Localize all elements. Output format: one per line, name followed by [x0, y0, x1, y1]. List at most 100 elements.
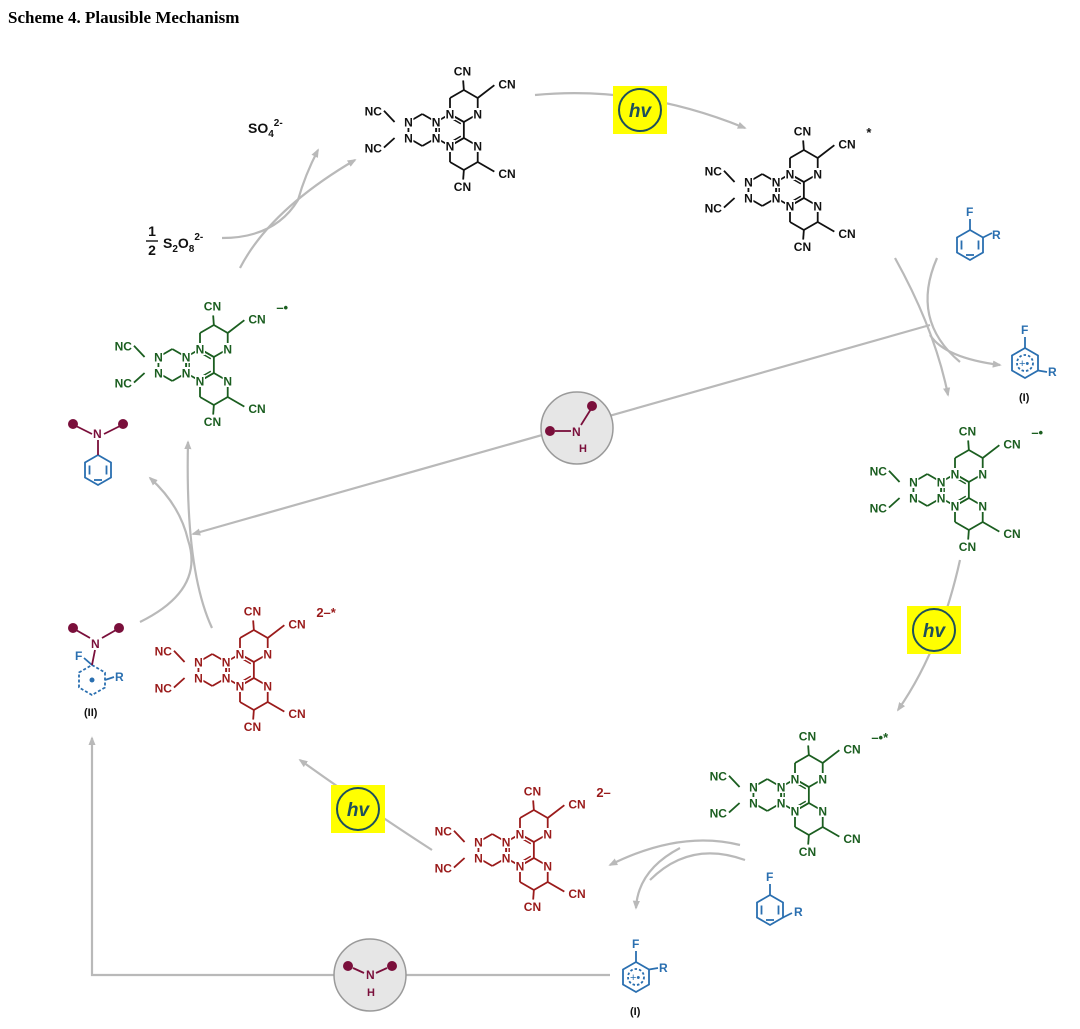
nitrogen-atom: N	[813, 168, 822, 182]
nitrogen-atom: N	[951, 468, 960, 482]
cyano-group: NC	[870, 465, 888, 479]
nitrogen-atom: N	[446, 108, 455, 122]
cyano-group: NC	[710, 806, 728, 820]
svg-text:+•: +•	[630, 972, 640, 984]
charge-label: –•*	[871, 730, 889, 745]
amine-badge-mid: N H	[540, 391, 614, 465]
cyano-group: CN	[843, 742, 860, 756]
svg-text:N: N	[91, 637, 100, 651]
cyano-group: CN	[838, 227, 855, 241]
nitrogen-atom: N	[474, 852, 483, 866]
cyano-group: NC	[435, 825, 453, 839]
fluoroarene-bottom: F R	[756, 870, 803, 927]
nitrogen-atom: N	[749, 781, 758, 795]
svg-text:H: H	[579, 443, 587, 455]
svg-text:(I): (I)	[630, 1006, 641, 1018]
nitrogen-atom: N	[937, 476, 946, 490]
svg-text:1: 1	[148, 223, 156, 239]
cyano-group: CN	[244, 605, 261, 619]
svg-text:(II): (II)	[84, 707, 98, 719]
hv-badge-right: hv	[907, 606, 961, 654]
nitrogen-atom: N	[236, 648, 245, 662]
svg-text:F: F	[1021, 323, 1028, 337]
cyano-group: CN	[454, 65, 471, 79]
charge-label: –•	[1031, 425, 1043, 440]
nitrogen-atom: N	[777, 781, 786, 795]
svg-text:F: F	[966, 205, 973, 219]
cyano-group: CN	[524, 900, 541, 914]
cyano-group: CN	[568, 887, 585, 901]
svg-text:R: R	[659, 961, 668, 975]
nitrogen-atom: N	[182, 367, 191, 381]
nitrogen-atom: N	[236, 680, 245, 694]
nitrogen-atom: N	[818, 773, 827, 787]
cyano-group: CN	[1003, 527, 1020, 541]
cyano-group: NC	[365, 141, 383, 155]
nitrogen-atom: N	[951, 500, 960, 514]
charge-label: –•	[276, 300, 288, 315]
cyano-group: CN	[799, 730, 816, 744]
nitrogen-atom: N	[777, 797, 786, 811]
svg-text:F: F	[766, 870, 773, 884]
nitrogen-atom: N	[813, 200, 822, 214]
cyano-group: CN	[794, 240, 811, 254]
cyano-group: CN	[288, 617, 305, 631]
arrow-arene-in-bottom	[649, 852, 746, 881]
arene-radical-cation-bottom: F R +• (I)	[622, 937, 668, 1018]
nitrogen-atom: N	[744, 176, 753, 190]
nitrogen-atom: N	[818, 805, 827, 819]
cyano-group: CN	[498, 77, 515, 91]
cyano-group: NC	[115, 376, 133, 390]
cyano-group: CN	[794, 125, 811, 139]
svg-text:2: 2	[148, 242, 156, 258]
cyano-group: CN	[498, 167, 515, 181]
svg-text:N: N	[93, 427, 102, 441]
nitrogen-atom: N	[404, 132, 413, 146]
arrow-arene-out-top	[929, 334, 1002, 368]
cyano-group: NC	[870, 501, 888, 515]
cyano-group: CN	[838, 137, 855, 151]
nitrogen-atom: N	[937, 492, 946, 506]
nitrogen-atom: N	[502, 852, 511, 866]
nitrogen-atom: N	[502, 836, 511, 850]
cyano-group: CN	[204, 300, 221, 314]
svg-text:hv: hv	[347, 800, 371, 821]
nitrogen-atom: N	[194, 656, 203, 670]
charge-label: *	[866, 125, 872, 140]
persulfate: 1 2 S2O82-	[146, 223, 203, 258]
nitrogen-atom: N	[749, 797, 758, 811]
nitrogen-atom: N	[543, 828, 552, 842]
nitrogen-atom: N	[791, 805, 800, 819]
svg-text:hv: hv	[923, 621, 947, 642]
cyano-group: NC	[365, 105, 383, 119]
nitrogen-atom: N	[772, 192, 781, 206]
svg-text:hv: hv	[629, 101, 653, 122]
cyano-group: CN	[959, 425, 976, 439]
svg-text:F: F	[75, 649, 82, 663]
cyano-group: CN	[244, 720, 261, 734]
cyano-group: NC	[435, 861, 453, 875]
hv-badge-bottom: hv	[331, 785, 385, 833]
cyano-group: CN	[799, 845, 816, 859]
nitrogen-atom: N	[194, 672, 203, 686]
nitrogen-atom: N	[516, 828, 525, 842]
svg-text:N: N	[572, 425, 581, 439]
cyano-group: CN	[568, 797, 585, 811]
nitrogen-atom: N	[222, 672, 231, 686]
cyano-group: CN	[1003, 437, 1020, 451]
cyano-group: CN	[524, 785, 541, 799]
cyano-group: CN	[288, 707, 305, 721]
nitrogen-atom: N	[473, 108, 482, 122]
nitrogen-atom: N	[182, 351, 191, 365]
charge-label: 2–	[596, 785, 610, 800]
arene-radical-cation-top: F R +• (I)	[1011, 323, 1057, 404]
cyano-group: NC	[705, 165, 723, 179]
nitrogen-atom: N	[432, 116, 441, 130]
cyano-group: CN	[248, 402, 265, 416]
